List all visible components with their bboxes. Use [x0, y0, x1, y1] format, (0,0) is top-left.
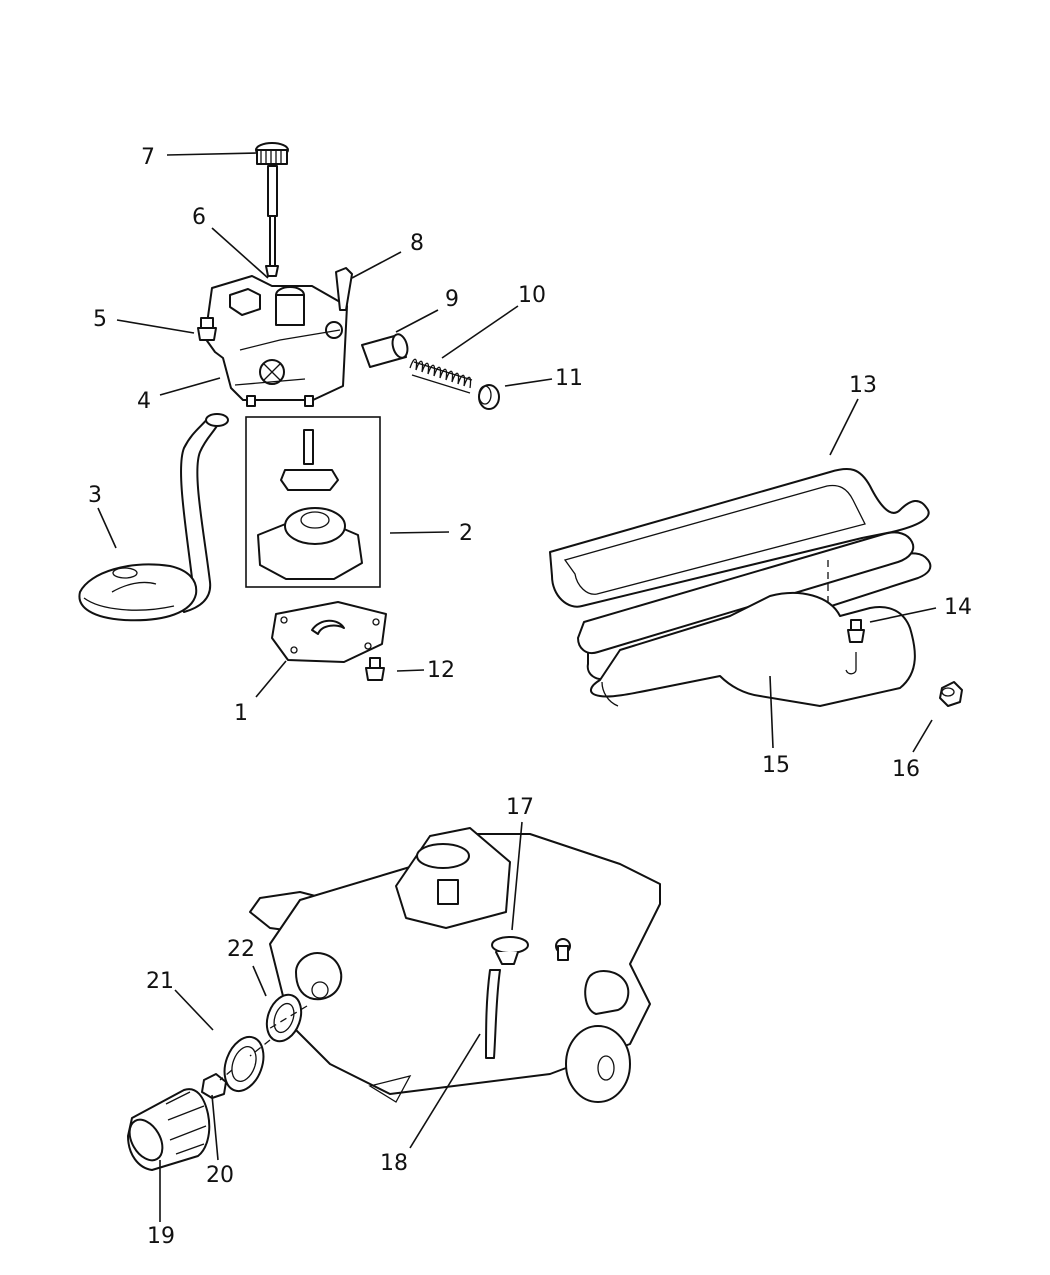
- relief-valve-spring-10: [409, 358, 473, 394]
- oil-pan-body-15: [590, 592, 916, 707]
- callout-3: 3: [88, 483, 102, 508]
- callout-10: 10: [518, 283, 546, 308]
- oil-filter-19: [127, 1088, 211, 1171]
- relief-valve-plunger-9: [361, 333, 409, 368]
- oil-pump-body: [204, 275, 348, 407]
- callout-7: 7: [141, 145, 155, 170]
- callout-1: 1: [234, 701, 248, 726]
- dipstick-17: [491, 936, 529, 965]
- callout-14: 14: [944, 595, 972, 620]
- callout-6: 6: [192, 205, 206, 230]
- filter-adapter-21: [223, 1035, 265, 1093]
- oil-filter-adapter-seal-22: [265, 993, 303, 1043]
- pump-rotor-kit-box-2: [245, 416, 381, 588]
- pickup-tube-and-screen-3: [78, 413, 229, 622]
- callout-20: 20: [206, 1163, 234, 1188]
- callout-9: 9: [445, 287, 459, 312]
- callout-15: 15: [762, 753, 790, 778]
- callout-22: 22: [227, 937, 255, 962]
- callout-17: 17: [506, 795, 534, 820]
- callout-19: 19: [147, 1224, 175, 1249]
- callout-11: 11: [555, 366, 583, 391]
- pump-bolt-5: [197, 317, 217, 341]
- callout-18: 18: [380, 1151, 408, 1176]
- retainer-cap-11: [478, 384, 500, 410]
- cover-bolt-12: [365, 657, 385, 681]
- engine-block: [249, 827, 661, 1103]
- callout-21: 21: [146, 969, 174, 994]
- cotter-pin-8: [335, 267, 353, 311]
- drain-plug-16: [939, 681, 963, 707]
- drain-plug-gasket-14: [847, 619, 865, 643]
- callout-13: 13: [849, 373, 877, 398]
- engine-dashes: [219, 560, 829, 1081]
- oil-pump-drive-shaft: [255, 142, 289, 277]
- callout-2: 2: [459, 521, 473, 546]
- callout-8: 8: [410, 231, 424, 256]
- callout-4: 4: [137, 389, 151, 414]
- pump-cover-plate-1: [271, 601, 387, 663]
- leader-lines: [97, 152, 937, 1222]
- callout-12: 12: [427, 658, 455, 683]
- callout-labels: 1 2 3 4 5 6 7 8 9 10 11 12 13 14 15 16 1…: [88, 145, 972, 1249]
- dipstick-tube-18: [485, 969, 501, 1059]
- callout-16: 16: [892, 757, 920, 782]
- callout-5: 5: [93, 307, 107, 332]
- oil-pan-gasket-13: [549, 468, 930, 608]
